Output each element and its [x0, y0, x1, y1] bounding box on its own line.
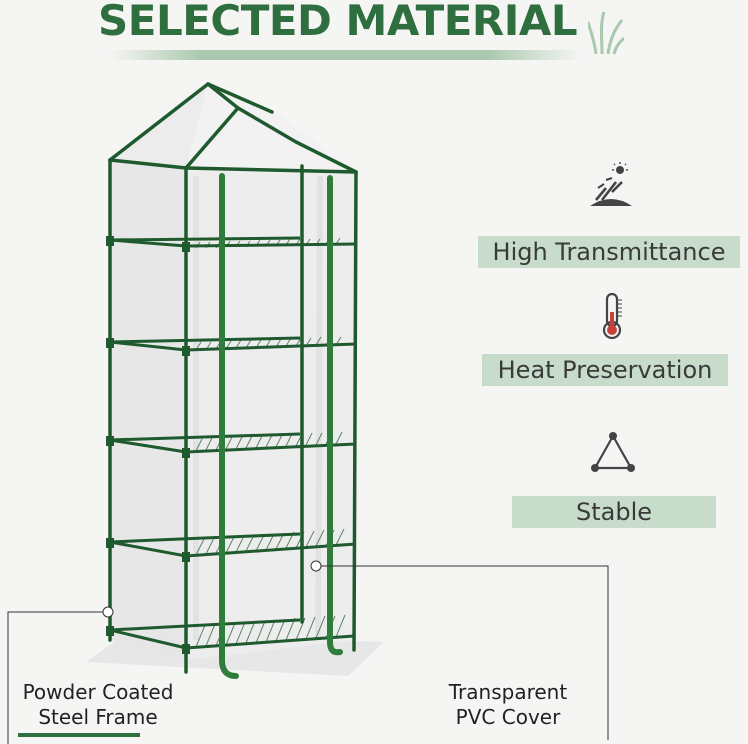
callout-frame-line1: Powder Coated — [22, 680, 174, 704]
callout-cover-line1: Transparent — [448, 680, 568, 704]
thermometer-icon — [602, 292, 622, 340]
callout-steel-frame: Powder Coated Steel Frame — [8, 680, 188, 730]
feature-label-high-transmittance: High Transmittance — [478, 236, 740, 268]
title-underline — [110, 50, 580, 60]
feature-label-stable: Stable — [512, 496, 716, 528]
triangle-nodes-icon — [591, 432, 635, 472]
page-title: SELECTED MATERIAL — [98, 0, 578, 45]
callout-frame-line2: Steel Frame — [38, 705, 158, 729]
callout-cover-line2: PVC Cover — [455, 705, 561, 729]
sun-plant-icon — [590, 162, 632, 206]
callout-pvc-cover: Transparent PVC Cover — [420, 680, 596, 730]
zipper-strap — [327, 175, 343, 656]
zipper-strap — [219, 173, 239, 679]
pvc-cover — [110, 160, 186, 660]
grass-icon — [588, 11, 624, 55]
feature-label-heat-preservation: Heat Preservation — [482, 354, 728, 386]
